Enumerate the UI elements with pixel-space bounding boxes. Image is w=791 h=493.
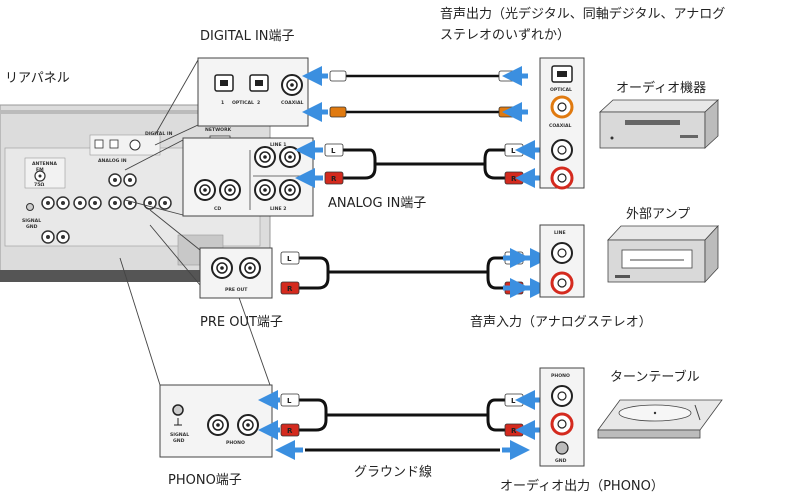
audio-device-label: オーディオ機器 — [616, 80, 706, 96]
digital-in-box: 1 OPTICAL 2 COAXIAL — [197, 57, 309, 127]
rear-gnd-label: GND — [26, 224, 38, 230]
labels: リアパネル DIGITAL IN端子 音声出力（光デジタル、同軸デジタル、アナロ… — [5, 6, 725, 493]
audio-out-label-1: 音声出力（光デジタル、同軸デジタル、アナログ — [440, 6, 725, 22]
audio-out-phono-label: オーディオ出力（PHONO） — [500, 478, 664, 493]
phono-box: SIGNAL GND PHONO — [159, 384, 273, 458]
external-amp-label: 外部アンプ — [626, 207, 690, 222]
plug-r: R — [511, 427, 517, 435]
audio-device-terminals: OPTICAL COAXIAL — [539, 57, 585, 190]
ohm-label: 75Ω — [34, 182, 44, 188]
audio-in-label: 音声入力（アナログステレオ） — [470, 314, 652, 330]
antenna-label: ANTENNA — [32, 161, 57, 167]
plug-r: R — [287, 285, 293, 293]
plug-l: L — [511, 147, 516, 155]
line1-label: LINE 1 — [270, 142, 286, 148]
turntable-icon — [597, 399, 723, 439]
turntable-label: ターンテーブル — [610, 369, 700, 385]
amplifier-icon — [607, 224, 719, 284]
plug-l: L — [511, 397, 516, 405]
analog-in-label: ANALOG IN端子 — [328, 196, 426, 211]
plug-l: L — [287, 255, 292, 263]
signal-arrows — [258, 66, 550, 460]
rear-digital-in-label: DIGITAL IN — [145, 131, 173, 137]
plug-r: R — [287, 427, 293, 435]
optical-2-label: 2 — [257, 100, 260, 106]
turntable-terminals: PHONO GND — [539, 367, 585, 467]
device-optical-label: OPTICAL — [550, 87, 572, 93]
phono-panel-label: PHONO — [226, 440, 245, 446]
plug-r: R — [331, 175, 337, 183]
audio-out-label-2: ステレオのいずれか） — [440, 28, 570, 43]
rca-plugs: L R L R L R L R L R L R — [280, 143, 524, 437]
cd-player-icon — [598, 99, 720, 149]
tt-gnd-label: GND — [555, 458, 567, 464]
optical-label: OPTICAL — [232, 100, 254, 106]
line2-label: LINE 2 — [270, 206, 286, 212]
phono-terminal-label: PHONO端子 — [168, 473, 242, 488]
rear-signal-label: SIGNAL — [22, 218, 41, 224]
callout-lines — [119, 59, 271, 386]
network-label: NETWORK — [205, 127, 232, 133]
amp-line-label: LINE — [554, 230, 566, 236]
plug-l: L — [331, 147, 336, 155]
external-amp-terminals: LINE — [539, 224, 585, 298]
rear-rca-row: SIGNAL GND — [22, 173, 172, 244]
pre-out-box: PRE OUT — [199, 247, 273, 299]
ground-wire-label: グラウンド線 — [354, 464, 432, 480]
fm-label: FM — [36, 167, 44, 173]
pre-out-label: PRE OUT端子 — [200, 315, 283, 330]
phono-signal-label: SIGNAL — [170, 432, 189, 438]
rear-analog-in-label: ANALOG IN — [98, 158, 127, 164]
rear-panel-label: リアパネル — [5, 71, 70, 86]
tt-phono-label: PHONO — [551, 373, 570, 379]
pre-out-panel-label: PRE OUT — [225, 287, 248, 293]
coaxial-label: COAXIAL — [281, 100, 304, 106]
optical-1-label: 1 — [221, 100, 224, 106]
plug-l: L — [287, 397, 292, 405]
digital-in-label: DIGITAL IN端子 — [200, 29, 295, 44]
phono-gnd-label: GND — [173, 438, 185, 444]
analog-in-box: LINE 1 CD LINE 2 — [182, 137, 314, 217]
cables — [298, 70, 516, 452]
plug-r: R — [511, 175, 517, 183]
cd-label: CD — [214, 206, 221, 212]
device-coaxial-label: COAXIAL — [549, 123, 572, 129]
